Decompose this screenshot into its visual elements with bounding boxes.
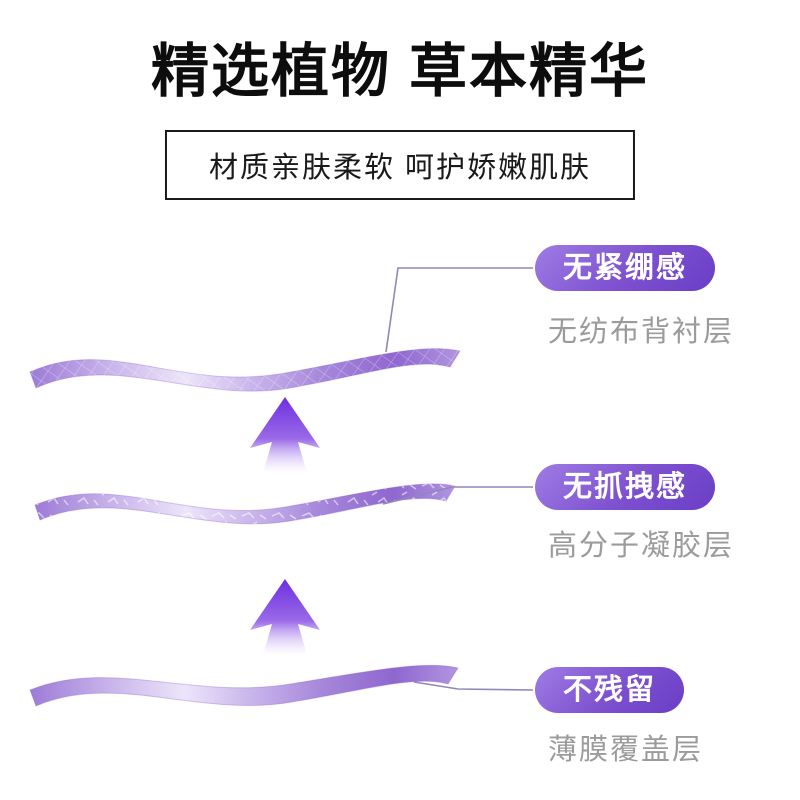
benefit-badge-3: 不残留 [535, 667, 685, 713]
leader-line-3 [413, 681, 534, 691]
layer-sheet-bottom [29, 664, 459, 707]
leader-line-1 [385, 267, 533, 353]
layer-name-label-2: 高分子凝胶层 [548, 530, 735, 562]
leader-lines [382, 267, 534, 691]
layer-sheet-top [29, 348, 461, 392]
up-arrow-icon-2 [250, 579, 320, 655]
layer-sheet-middle [34, 483, 456, 525]
page-title: 精选植物 草本精华 [150, 39, 650, 104]
benefit-badge-1: 无紧绷感 [535, 245, 716, 291]
leader-line-2 [382, 486, 533, 505]
up-arrow-icon-1 [250, 397, 320, 473]
benefit-badge-2: 无抓拽感 [535, 464, 716, 510]
layer-name-label-3: 薄膜覆盖层 [548, 734, 704, 766]
subtitle-text: 材质亲肤柔软 呵护娇嫩肌肤 [208, 152, 592, 184]
subtitle-box: 材质亲肤柔软 呵护娇嫩肌肤 [164, 130, 636, 200]
layer-name-label-1: 无纺布背衬层 [548, 316, 735, 348]
